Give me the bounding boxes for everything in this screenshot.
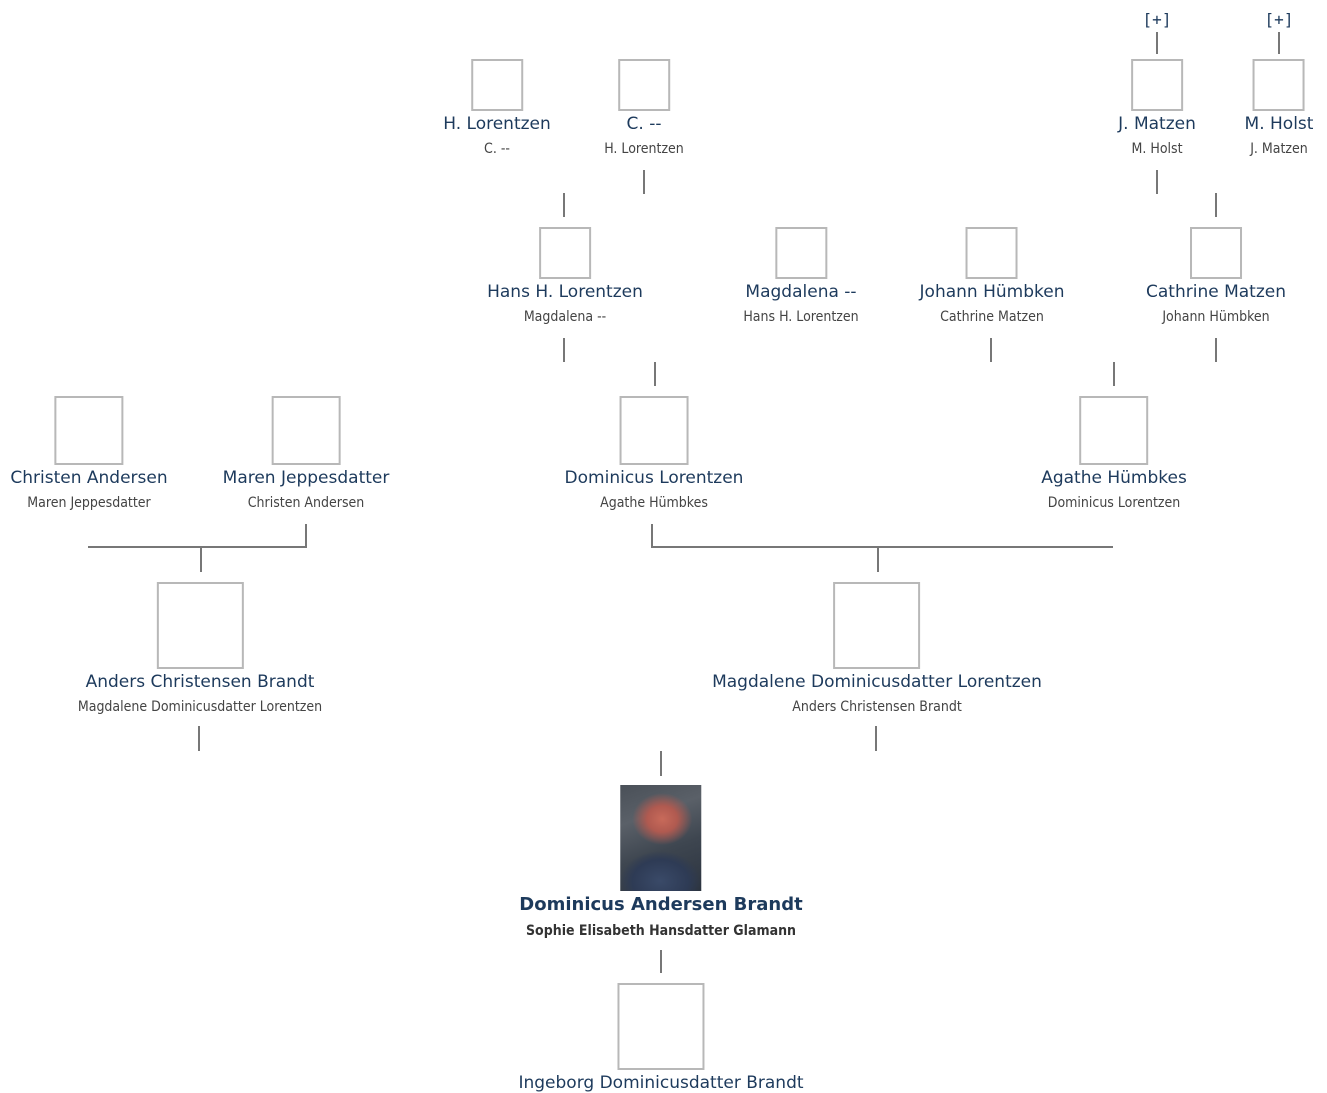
person-name[interactable]: Agathe Hümbkes (1041, 468, 1187, 488)
expand-button-j-matzen[interactable]: [+] (1142, 10, 1172, 29)
spouse-name[interactable]: Johann Hümbken (1162, 309, 1270, 325)
portrait-photo[interactable] (620, 785, 702, 891)
portrait-placeholder[interactable] (833, 582, 921, 669)
spouse-name[interactable]: Cathrine Matzen (940, 309, 1044, 325)
connector-line (651, 524, 653, 547)
spouse-name[interactable]: Sophie Elisabeth Hansdatter Glamann (525, 923, 797, 939)
expand-button-m-holst[interactable]: [+] (1264, 10, 1294, 29)
connector-line (200, 547, 202, 572)
connector-line (643, 170, 645, 194)
person-j-matzen: J. Matzen M. Holst (1118, 59, 1196, 158)
connector-line (1156, 32, 1158, 54)
portrait-placeholder[interactable] (54, 396, 124, 465)
person-name[interactable]: Cathrine Matzen (1146, 282, 1286, 302)
portrait-placeholder[interactable] (156, 582, 244, 669)
portrait-placeholder[interactable] (470, 59, 523, 111)
person-name[interactable]: Hans H. Lorentzen (487, 282, 643, 302)
connector-line (198, 726, 200, 751)
person-name[interactable]: Christen Andersen (10, 468, 168, 488)
spouse-name[interactable]: Christen Andersen (247, 495, 365, 511)
spouse-name[interactable]: C. -- (484, 141, 510, 157)
connector-line (1215, 338, 1217, 362)
portrait-placeholder[interactable] (539, 227, 591, 279)
person-name[interactable]: Ingeborg Dominicusdatter Brandt (518, 1073, 804, 1093)
spouse-name[interactable]: Hans H. Lorentzen (743, 309, 859, 325)
person-ingeborg-brandt: Ingeborg Dominicusdatter Brandt (518, 983, 804, 1093)
portrait-placeholder[interactable] (618, 59, 670, 111)
connector-line (1215, 193, 1217, 217)
portrait-placeholder[interactable] (1189, 227, 1242, 279)
portrait-placeholder[interactable] (1130, 59, 1183, 111)
person-name[interactable]: Dominicus Lorentzen (564, 468, 744, 488)
portrait-placeholder[interactable] (1253, 59, 1305, 111)
person-magdalene-lorentzen: Magdalene Dominicusdatter Lorentzen Ande… (712, 582, 1042, 716)
connector-line (1156, 170, 1158, 194)
person-name[interactable]: Johann Hümbken (919, 282, 1065, 302)
connector-line (660, 751, 662, 776)
person-magdalena-dash: Magdalena -- Hans H. Lorentzen (743, 227, 859, 326)
person-name[interactable]: M. Holst (1244, 114, 1314, 134)
connector-line (563, 193, 565, 217)
person-johann-humbken: Johann Hümbken Cathrine Matzen (919, 227, 1065, 326)
connector-line (1113, 362, 1115, 386)
spouse-name[interactable]: Agathe Hümbkes (600, 495, 708, 511)
spouse-name[interactable]: M. Holst (1131, 141, 1183, 157)
person-m-holst: M. Holst J. Matzen (1244, 59, 1314, 158)
portrait-placeholder[interactable] (619, 396, 689, 465)
person-name[interactable]: Maren Jeppesdatter (222, 468, 390, 488)
portrait-placeholder[interactable] (774, 227, 827, 279)
person-name[interactable]: Dominicus Andersen Brandt (519, 894, 803, 915)
person-name[interactable]: H. Lorentzen (443, 114, 551, 134)
person-christen-andersen: Christen Andersen Maren Jeppesdatter (10, 396, 168, 512)
spouse-name[interactable]: J. Matzen (1250, 141, 1308, 157)
person-maren-jeppesdatter: Maren Jeppesdatter Christen Andersen (222, 396, 390, 512)
spouse-name[interactable]: Magdalena -- (523, 309, 607, 325)
spouse-name[interactable]: Dominicus Lorentzen (1047, 495, 1181, 511)
person-name[interactable]: Magdalena -- (745, 282, 857, 302)
connector-line (1278, 32, 1280, 54)
person-cathrine-matzen: Cathrine Matzen Johann Hümbken (1146, 227, 1286, 326)
portrait-placeholder[interactable] (617, 983, 705, 1070)
connector-line (654, 362, 656, 386)
person-dominicus-lorentzen: Dominicus Lorentzen Agathe Hümbkes (564, 396, 744, 512)
person-name[interactable]: Anders Christensen Brandt (85, 672, 315, 692)
person-name[interactable]: C. -- (626, 114, 662, 134)
person-h-lorentzen: H. Lorentzen C. -- (443, 59, 551, 158)
spouse-name[interactable]: Anders Christensen Brandt (792, 699, 962, 715)
person-name[interactable]: Magdalene Dominicusdatter Lorentzen (712, 672, 1042, 692)
person-agathe-humbkes: Agathe Hümbkes Dominicus Lorentzen (1041, 396, 1187, 512)
connector-line (88, 546, 307, 548)
spouse-name[interactable]: Maren Jeppesdatter (27, 495, 151, 511)
connector-line (875, 726, 877, 751)
person-dominicus-brandt: Dominicus Andersen Brandt Sophie Elisabe… (519, 785, 803, 940)
connector-line (990, 338, 992, 362)
person-c-dash: C. -- H. Lorentzen (604, 59, 684, 158)
connector-line (305, 524, 307, 547)
portrait-placeholder[interactable] (271, 396, 341, 465)
connector-line (651, 546, 1113, 548)
person-anders-brandt: Anders Christensen Brandt Magdalene Domi… (78, 582, 322, 716)
spouse-name[interactable]: Magdalene Dominicusdatter Lorentzen (77, 699, 323, 715)
person-hans-h-lorentzen: Hans H. Lorentzen Magdalena -- (487, 227, 643, 326)
connector-line (563, 338, 565, 362)
connector-line (660, 950, 662, 973)
connector-line (877, 547, 879, 572)
portrait-placeholder[interactable] (965, 227, 1018, 279)
portrait-placeholder[interactable] (1079, 396, 1149, 465)
spouse-name[interactable]: H. Lorentzen (604, 141, 684, 157)
person-name[interactable]: J. Matzen (1118, 114, 1196, 134)
